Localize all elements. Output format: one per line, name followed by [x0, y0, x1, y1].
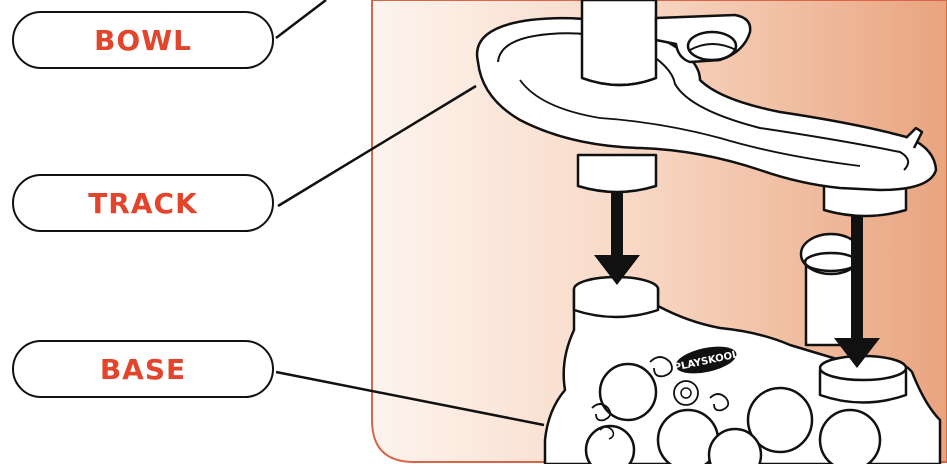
track-label-text: TRACK	[88, 187, 198, 220]
bowl-leader-line	[276, 0, 326, 38]
base-label-text: BASE	[100, 353, 186, 386]
bowl-label-text: BOWL	[94, 24, 192, 57]
track-label: TRACK	[12, 174, 274, 232]
base-label: BASE	[12, 340, 274, 398]
bowl-label: BOWL	[12, 11, 274, 69]
